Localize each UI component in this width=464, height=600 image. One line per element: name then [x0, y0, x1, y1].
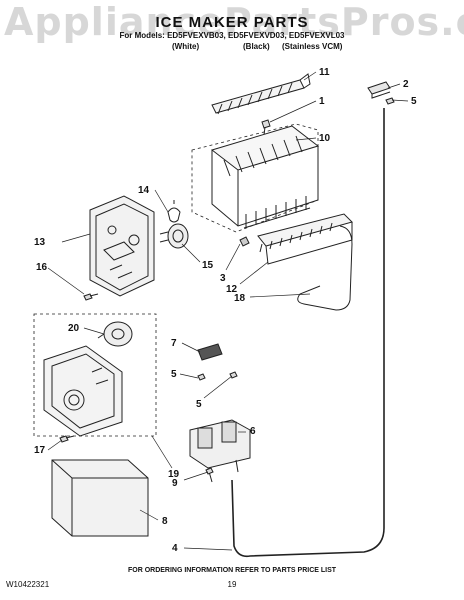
screw-part-5b: [197, 373, 206, 381]
foam-block-part-8: [51, 459, 149, 537]
callout-5-mid: 5: [171, 369, 177, 380]
ordering-note: FOR ORDERING INFORMATION REFER TO PARTS …: [127, 567, 337, 574]
water-fill-tube: [231, 108, 385, 558]
callout-7: 7: [171, 338, 177, 349]
callout-20: 20: [68, 323, 80, 334]
callout-5-top: 5: [411, 96, 417, 107]
callout-3: 3: [220, 273, 226, 284]
callout-18: 18: [234, 293, 246, 304]
fill-cup-part-2: [367, 81, 391, 99]
callout-4: 4: [172, 543, 178, 554]
ejector-blade-part-11: [211, 73, 311, 115]
screw-part-16: [83, 293, 99, 301]
callout-15: 15: [202, 260, 214, 271]
callout-13: 13: [34, 237, 46, 248]
callout-11: 11: [319, 67, 330, 78]
screw-part-17: [59, 435, 75, 443]
shutoff-housing-part-12: [257, 213, 353, 265]
thermostat-part-14: [167, 200, 181, 223]
screw-part-5a: [385, 97, 395, 105]
control-housing-part-13: [89, 195, 155, 297]
page-title: ICE MAKER PARTS: [155, 14, 309, 31]
callout-10: 10: [319, 133, 331, 144]
screw-part-9: [205, 467, 214, 475]
callout-8: 8: [162, 516, 168, 527]
page-number: 19: [227, 580, 237, 589]
callout-16: 16: [36, 262, 48, 273]
variant-stainless: (Stainless VCM): [282, 42, 343, 51]
callout-1: 1: [319, 96, 325, 107]
callout-6: 6: [250, 426, 256, 437]
watermark-text: AppliancePartsPros.com: [4, 0, 464, 44]
callout-5-low: 5: [196, 399, 202, 410]
feeler-arm-part-18: [297, 225, 353, 311]
model-numbers: For Models: ED5FVEXVB03, ED5FVEXVD03, ED…: [119, 31, 345, 40]
water-valve-part-6: [189, 419, 251, 483]
leader-lines: [47, 71, 409, 551]
callout-9: 9: [172, 478, 178, 489]
callout-17: 17: [34, 445, 46, 456]
document-number: W10422321: [6, 580, 50, 589]
callout-12: 12: [226, 284, 238, 295]
control-module-part-19: [43, 345, 123, 437]
callout-14: 14: [138, 185, 150, 196]
variant-black: (Black): [243, 42, 270, 51]
variant-white: (White): [172, 42, 200, 51]
bracket-part-7: [197, 343, 223, 361]
screw-part-1: [261, 119, 271, 136]
callout-numbers: 11 1 10 14 13 16 15 3 12 18 2 5 20 7 5 5…: [34, 67, 417, 554]
clip-part-3: [239, 236, 250, 247]
callout-2: 2: [403, 79, 409, 90]
motor-part-15: [159, 223, 189, 249]
callout-19: 19: [168, 469, 180, 480]
